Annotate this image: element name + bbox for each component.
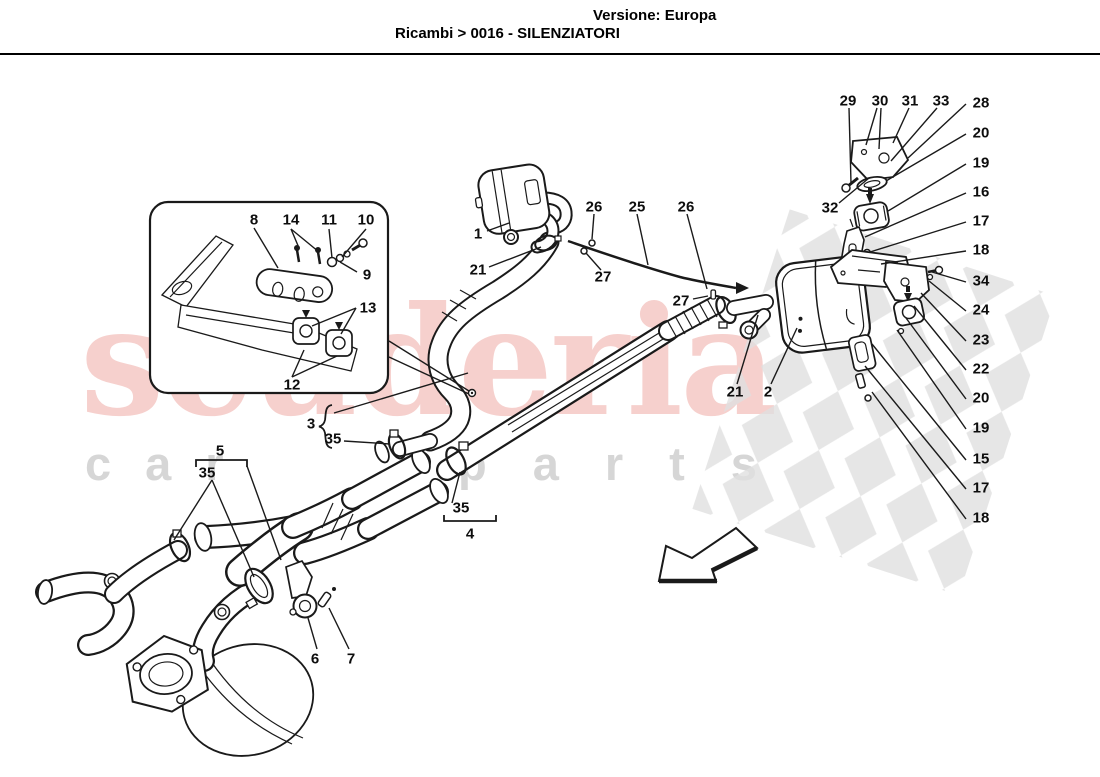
crossover-pipe: [436, 294, 774, 481]
watermark-word-car: car: [85, 437, 258, 490]
version-label: Versione: Europa: [593, 7, 717, 24]
leader-lines: [173, 103, 967, 650]
direction-arrow: [657, 526, 759, 584]
centre-silencer-assembly: [168, 448, 449, 619]
front-downpipe: [374, 231, 560, 464]
breadcrumb: Ricambi > 0016 - SILENZIATORI: [395, 25, 620, 42]
header-divider: [0, 53, 1100, 55]
rod-linkage: [567, 239, 749, 300]
inset-detail-box: [148, 200, 390, 395]
catalyst-and-downpipes: [35, 540, 315, 757]
inset-wedge-pointer: [388, 340, 477, 398]
front-silencer: [474, 163, 573, 254]
group-braces: [195, 404, 497, 522]
rear-mount-hardware: [829, 136, 944, 402]
